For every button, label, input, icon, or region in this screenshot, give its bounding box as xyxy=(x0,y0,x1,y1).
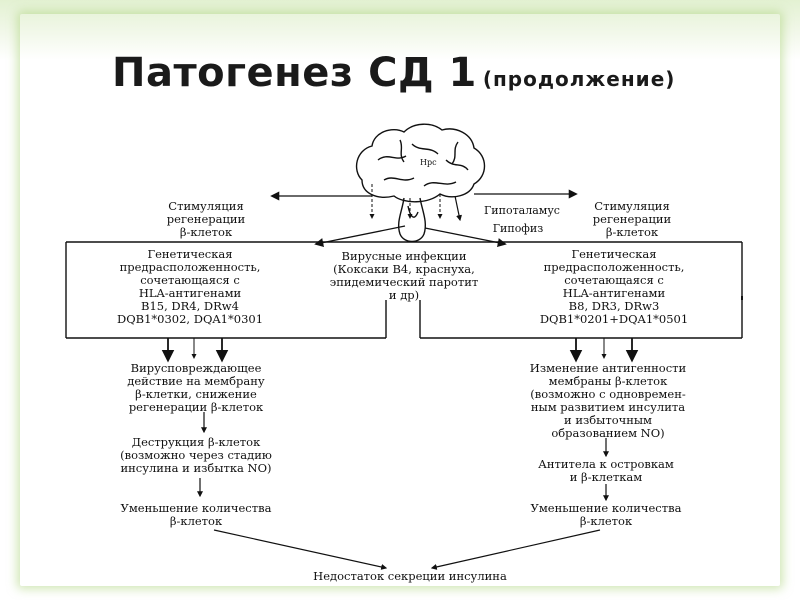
genetic-left-box: Генетическая предрасположенность, сочета… xyxy=(116,247,264,326)
pituitary-arrow-left xyxy=(314,225,406,248)
decrease-right-label: Уменьшение количества β-клеток xyxy=(530,501,682,528)
brain-icon xyxy=(355,123,486,243)
slide-title: Патогенез СД 1(продолжение) xyxy=(112,50,675,96)
hypothalamus-label: Гипоталамус xyxy=(484,204,560,217)
genetic-right-box: Генетическая предрасположенность, сочета… xyxy=(539,247,689,326)
pituitary-label: Гипофиз xyxy=(492,222,544,235)
viral-infections-box: Вирусные инфекции (Коксаки B4, краснуха,… xyxy=(329,249,479,302)
slide-title-main: Патогенез СД 1 xyxy=(112,50,477,96)
stim-right-label: Стимуляция регенерации β-клеток xyxy=(592,199,672,239)
decrease-left-label: Уменьшение количества β-клеток xyxy=(120,501,272,528)
left-branch-arrows xyxy=(161,338,229,498)
header-band xyxy=(0,0,800,60)
antigen-change-label: Изменение антигенности мембраны β-клеток… xyxy=(529,361,687,440)
brain-dashed-arrows xyxy=(369,184,443,219)
hypothalamus-arrow xyxy=(454,195,462,222)
antibodies-label: Антитела к островкам и β-клеткам xyxy=(538,457,674,484)
right-branch-arrows xyxy=(569,338,639,502)
virus-damage-label: Вирусповреждающее действие на мембрану β… xyxy=(127,361,265,414)
converge-right-arrow xyxy=(430,529,601,570)
insulin-deficiency-label: Недостаток секреции инсулина xyxy=(313,569,507,583)
slide-title-sub: (продолжение) xyxy=(482,67,676,91)
destruction-label: Деструкция β-клеток (возможно через стад… xyxy=(120,435,272,475)
brain-label: Hpc xyxy=(420,158,437,167)
stim-left-label: Стимуляция регенерации β-клеток xyxy=(166,199,246,239)
converge-left-arrow xyxy=(213,529,388,570)
